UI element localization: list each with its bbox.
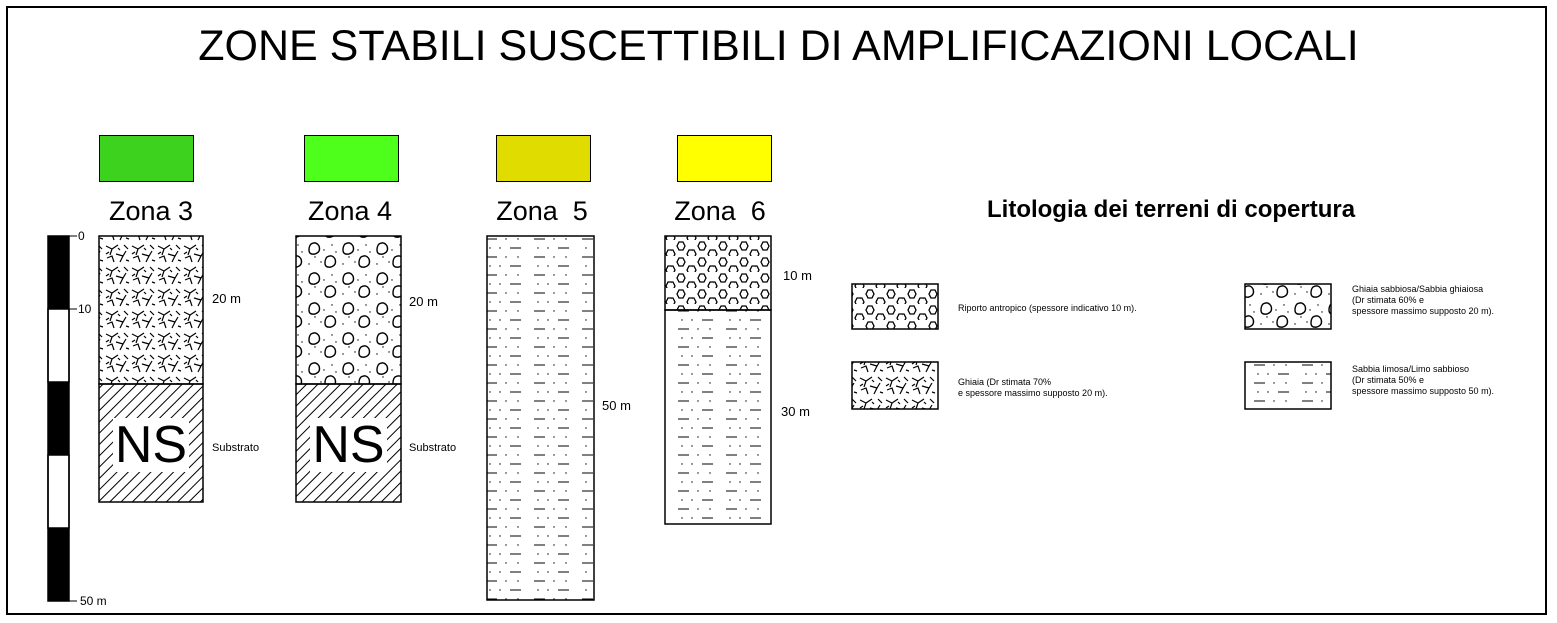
scale-tick-0: 0 xyxy=(78,229,85,243)
legend-riporto-swatch xyxy=(851,283,939,330)
legend-ghiaia-sabbiosa-text: Ghiaia sabbiosa/Sabbia ghiaiosa (Dr stim… xyxy=(1352,284,1495,316)
zone-5-column xyxy=(486,235,595,601)
zone-6-depth-label-1: 10 m xyxy=(783,268,812,283)
depth-scale-bar xyxy=(47,235,77,602)
legend-ghiaia-sabbiosa-swatch xyxy=(1244,283,1332,330)
legend-ghiaia-swatch xyxy=(851,361,939,410)
zone-5-color-swatch xyxy=(496,135,591,182)
zone-6-depth-label-2: 30 m xyxy=(781,404,810,419)
zone-4-substrate-code: NS xyxy=(312,416,385,474)
zone-4-substrate-label: Substrato xyxy=(409,442,457,454)
zone-3-color-swatch xyxy=(99,135,194,182)
zone-6-column xyxy=(664,235,772,525)
zone-5-depth-label: 50 m xyxy=(602,398,631,413)
zone-3-column xyxy=(98,235,204,503)
scale-tick-10: 10 xyxy=(78,302,92,316)
border-frame xyxy=(6,6,1547,615)
zone-3-substrate-label: Substrato xyxy=(212,442,260,454)
zone-4-column xyxy=(295,235,402,503)
scale-tick-50: 50 m xyxy=(80,594,107,608)
legend-ghiaia-text: Ghiaia (Dr stimata 70% e spessore massim… xyxy=(958,377,1108,398)
zone-4-depth-label: 20 m xyxy=(409,294,438,309)
zone-4-label: Zona 4 xyxy=(307,196,393,226)
zone-6-color-swatch xyxy=(677,135,772,182)
zone-3-label: Zona 3 xyxy=(108,196,194,226)
legend-sabbia-limosa-text: Sabbia limosa/Limo sabbioso (Dr stimata … xyxy=(1352,364,1495,396)
zone-6-label: Zona 6 xyxy=(674,196,766,226)
zone-3-substrate-code: NS xyxy=(114,416,188,474)
legend-sabbia-limosa-swatch xyxy=(1244,361,1332,410)
page-title: ZONE STABILI SUSCETTIBILI DI AMPLIFICAZI… xyxy=(198,22,1359,70)
zone-4-color-swatch xyxy=(304,135,399,182)
legend-title: Litologia dei terreni di copertura xyxy=(987,196,1356,223)
zone-5-label: Zona 5 xyxy=(496,196,588,226)
legend-riporto-text: Riporto antropico (spessore indicativo 1… xyxy=(958,303,1137,313)
zone-3-depth-label: 20 m xyxy=(212,291,241,306)
